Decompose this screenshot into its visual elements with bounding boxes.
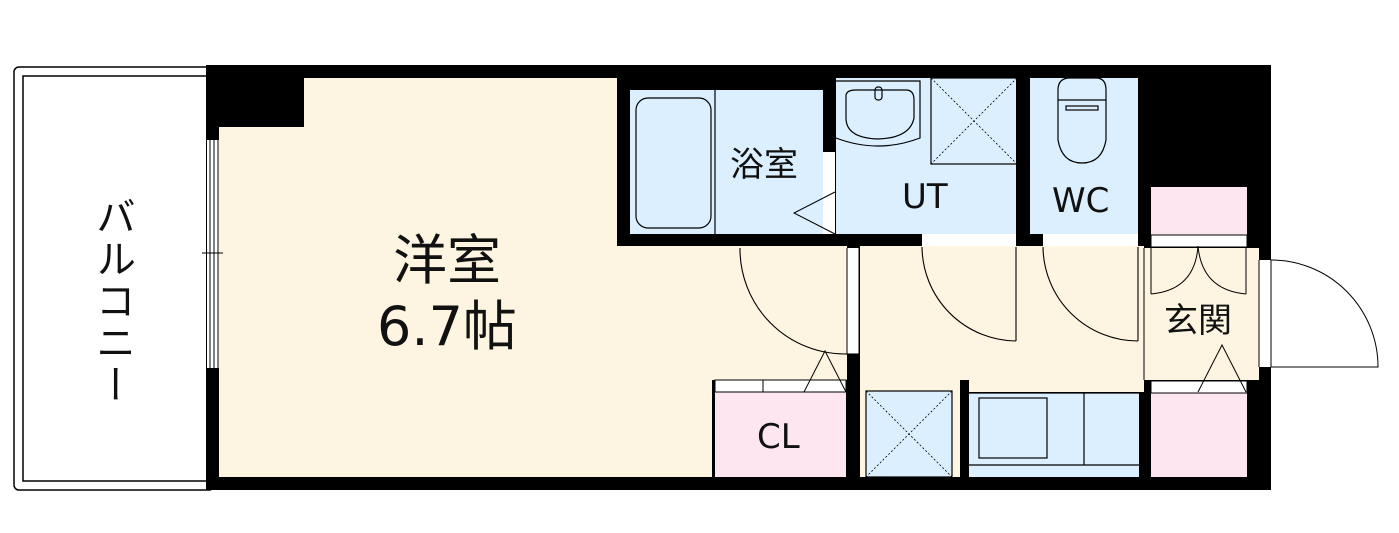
entrance-floor bbox=[1144, 248, 1259, 380]
corridor-floor bbox=[860, 246, 1144, 380]
shoe-storage-top bbox=[1151, 187, 1247, 235]
bathroom-door-gap bbox=[823, 152, 835, 234]
entrance-label: 玄関 bbox=[1164, 301, 1232, 341]
shoe-storage-bottom-door-icon bbox=[1197, 343, 1247, 393]
kitchen-counter-icon bbox=[969, 392, 1139, 477]
western-room-floor bbox=[219, 78, 847, 477]
shoe-storage-door-icon bbox=[1150, 245, 1247, 295]
bathtub-icon bbox=[635, 97, 712, 229]
western-room-size: 6.7帖 bbox=[377, 295, 517, 358]
bathroom-label: 浴室 bbox=[730, 145, 798, 185]
washbasin-icon bbox=[835, 80, 921, 147]
front-door-icon bbox=[1258, 259, 1379, 368]
closet-floor bbox=[715, 392, 846, 477]
door-swing-icons bbox=[739, 246, 1139, 355]
kitchen-sink-icon bbox=[978, 397, 1048, 459]
balcony-label: バルコニー bbox=[89, 196, 135, 406]
refrigerator-space-icon bbox=[865, 390, 953, 478]
utility-label: UT bbox=[902, 177, 948, 217]
balcony-area bbox=[13, 66, 215, 491]
western-room-name: 洋室 bbox=[393, 229, 501, 292]
western-room-label: 洋室 6.7帖 bbox=[362, 234, 532, 354]
toilet-floor bbox=[1030, 78, 1138, 234]
toilet-icon bbox=[1057, 77, 1107, 164]
toilet-label: WC bbox=[1052, 181, 1110, 221]
bathroom-folding-door-icon bbox=[792, 191, 836, 235]
utility-floor bbox=[836, 78, 1016, 234]
balcony-window bbox=[202, 140, 223, 368]
closet-label: CL bbox=[757, 417, 800, 457]
shoe-storage-bottom bbox=[1151, 393, 1247, 477]
closet-door-icon bbox=[803, 349, 847, 393]
washing-machine-space-icon bbox=[930, 77, 1018, 165]
